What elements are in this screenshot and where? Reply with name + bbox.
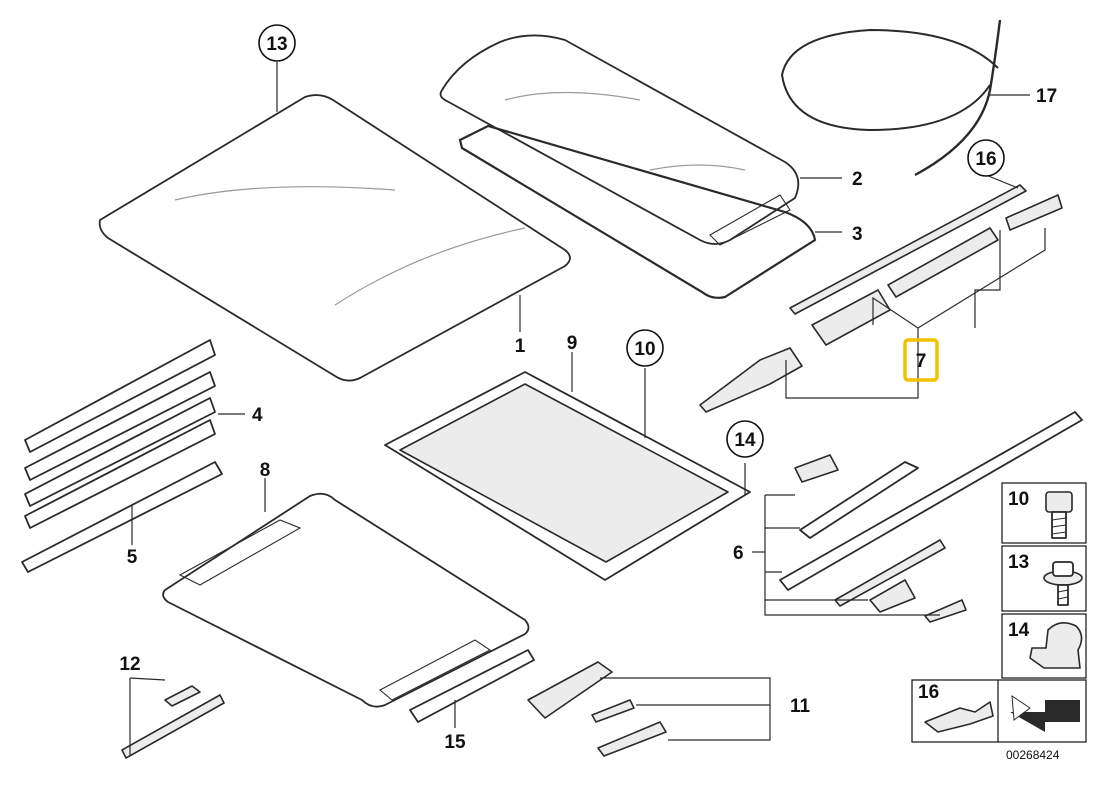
- clip-bracket-icon: [924, 701, 994, 733]
- callout-13[interactable]: 13: [266, 34, 287, 55]
- seal-parts: [121, 685, 225, 759]
- frame: [384, 371, 751, 581]
- clip-icon: [1029, 622, 1083, 669]
- guide-rail: [789, 184, 1027, 315]
- sunshade: [162, 492, 530, 708]
- callout-6[interactable]: 6: [733, 543, 744, 564]
- legend-label-16: 16: [918, 682, 939, 703]
- callout-10[interactable]: 10: [634, 339, 655, 360]
- arrow-icon: [1010, 695, 1080, 732]
- bracket: [409, 649, 535, 723]
- callout-14[interactable]: 14: [734, 430, 756, 451]
- bolt-icon: [1045, 491, 1073, 539]
- callout-11[interactable]: 11: [790, 696, 811, 717]
- drain-hose: [780, 19, 1002, 177]
- callout-12[interactable]: 12: [119, 654, 140, 675]
- glass-lid: [439, 34, 800, 246]
- legend-label-13: 13: [1008, 552, 1029, 573]
- callout-5[interactable]: 5: [127, 547, 138, 568]
- callout-16-circle: [967, 139, 1005, 177]
- headliner-panel: [98, 94, 571, 382]
- callout-14-circle: [726, 420, 764, 458]
- callout-8[interactable]: 8: [260, 460, 271, 481]
- callout-1[interactable]: 1: [515, 336, 526, 357]
- callout-17[interactable]: 17: [1036, 86, 1057, 107]
- slider-parts: [527, 661, 667, 757]
- rail-parts: [779, 411, 1083, 623]
- mechanism-parts: [699, 194, 1063, 413]
- legend: 10 13 14 16: [911, 482, 1087, 743]
- callout-7[interactable]: 7: [916, 351, 927, 372]
- screw-with-washer-icon: [1043, 561, 1083, 606]
- legend-label-14: 14: [1008, 620, 1030, 641]
- strip-bracket: [21, 461, 223, 573]
- diagram-number: 00268424: [1006, 748, 1060, 762]
- leader-lines: [129, 62, 1046, 755]
- callout-13-circle: [258, 24, 296, 62]
- callout-2[interactable]: 2: [852, 169, 863, 190]
- legend-label-10: 10: [1008, 489, 1029, 510]
- callout-9[interactable]: 9: [567, 333, 578, 354]
- callout-10-circle: [626, 329, 664, 367]
- callout-4[interactable]: 4: [252, 405, 263, 426]
- callout-3[interactable]: 3: [852, 224, 863, 245]
- highlight-box: [903, 338, 939, 382]
- deflector-strips: [24, 339, 216, 529]
- callout-16[interactable]: 16: [975, 149, 996, 170]
- lid-seal: [458, 124, 817, 299]
- callout-15[interactable]: 15: [444, 732, 466, 753]
